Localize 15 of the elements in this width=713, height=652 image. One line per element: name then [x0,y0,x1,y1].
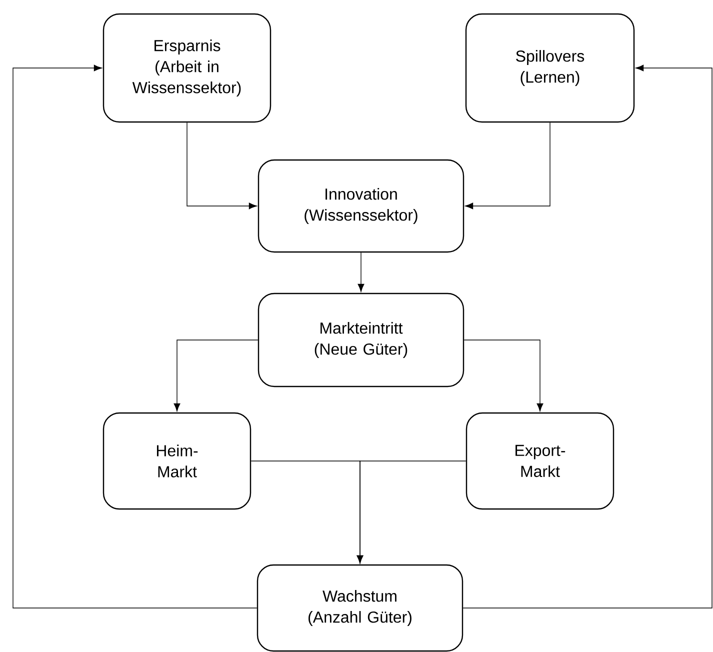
arrow [356,460,466,564]
process-box: Ersparnis (Arbeit in Wissenssektor) [102,13,272,123]
process-box: Wachstum (Anzahl Güter) [256,564,464,652]
arrow [12,64,258,608]
process-box: Heim-Markt [102,412,252,510]
process-box: Export-Markt [466,412,614,510]
process-box: Markteintritt (Neue Güter) [258,292,464,388]
arrow [186,122,257,210]
arrow [174,340,258,412]
arrow [358,252,364,292]
process-box: Spillovers (Lernen) [465,13,635,123]
process-box: Innovation (Wissenssektor) [258,159,464,253]
arrow [464,340,544,412]
arrow [465,122,550,210]
arrow [462,64,712,608]
